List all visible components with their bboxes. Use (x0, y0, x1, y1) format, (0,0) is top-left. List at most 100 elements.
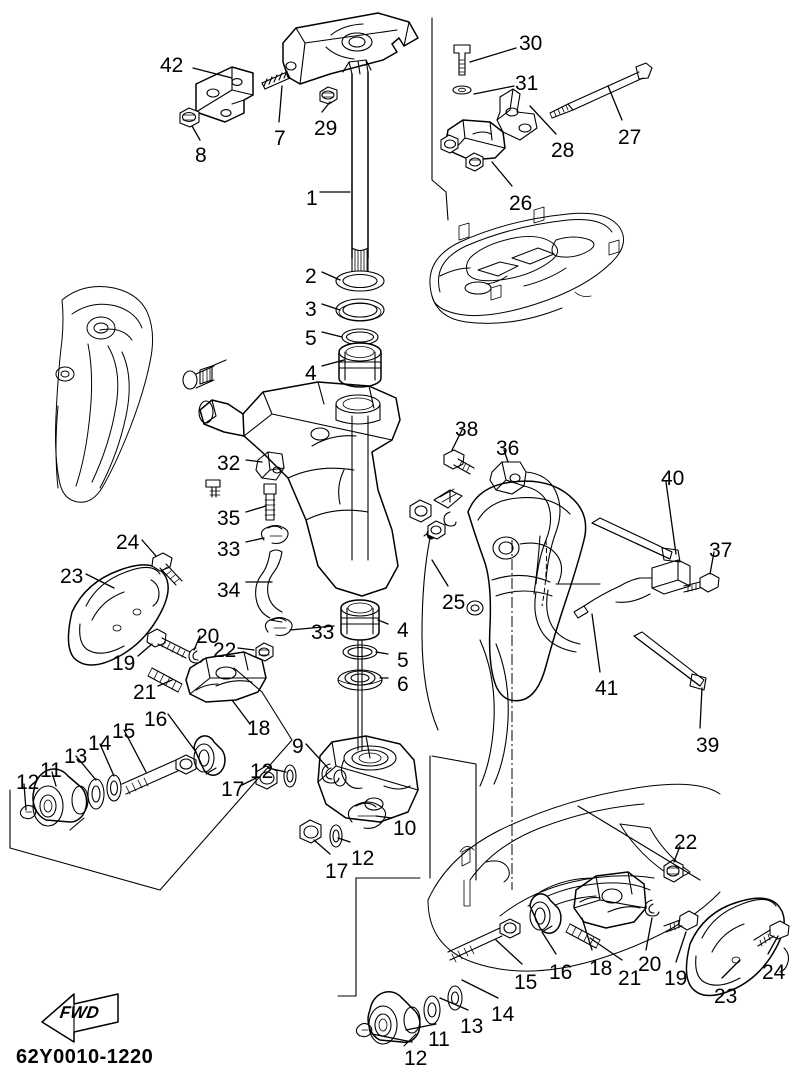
callout-9: 9 (292, 735, 304, 758)
washer-12-center (283, 764, 297, 788)
bolt-15-left (121, 754, 197, 795)
bracket-42 (195, 66, 254, 123)
group-box-bottom-center (337, 755, 431, 997)
callout-33: 33 (311, 621, 335, 644)
lower-mount-housing (317, 735, 419, 823)
clip-9 (321, 763, 340, 784)
callout-33: 33 (217, 538, 241, 561)
hose-36 (489, 461, 581, 653)
callout-18: 18 (589, 957, 613, 980)
bolt-19-right (663, 910, 699, 933)
callout-21: 21 (618, 967, 642, 990)
callout-20: 20 (638, 953, 662, 976)
callout-29: 29 (314, 117, 338, 140)
callout-2: 2 (305, 265, 317, 288)
callout-28: 28 (551, 139, 575, 162)
apron-cover-ghost (429, 206, 625, 324)
nut-29 (319, 86, 338, 105)
washer-31 (452, 85, 472, 95)
diagram-code: 62Y0010-1220 (16, 1046, 154, 1068)
grease-nipple-22-right (663, 859, 684, 883)
bolt-37 (683, 572, 720, 593)
callout-41: 41 (595, 677, 619, 700)
shaft-lower-segment (357, 639, 363, 751)
callout-17: 17 (221, 778, 245, 801)
clamp-cover-23-right (685, 897, 790, 997)
callout-27: 27 (618, 126, 642, 149)
callout-13: 13 (64, 745, 88, 768)
callout-4: 4 (397, 619, 409, 642)
callout-12: 12 (16, 771, 40, 794)
callout-3: 3 (305, 298, 317, 321)
callout-19: 19 (664, 967, 688, 990)
callout-15: 15 (112, 720, 136, 743)
callout-13: 13 (460, 1015, 484, 1038)
callout-12: 12 (250, 760, 274, 783)
bushing-4 (338, 342, 382, 388)
callout-6: 6 (397, 673, 409, 696)
cable-25 (421, 528, 439, 731)
callout-19: 19 (112, 652, 136, 675)
clamp-32 (255, 451, 285, 481)
clip-12-bottom (355, 1022, 373, 1038)
callout-30: 30 (519, 32, 543, 55)
nut-8 (179, 107, 200, 128)
washer-14-bottom (447, 985, 463, 1011)
washer-20-right (644, 899, 660, 917)
callout-31: 31 (515, 72, 539, 95)
callout-22: 22 (674, 831, 698, 854)
callout-22: 22 (213, 639, 237, 662)
callout-36: 36 (496, 437, 520, 460)
callout-14: 14 (491, 1003, 515, 1026)
callout-39: 39 (696, 734, 720, 757)
callout-25: 25 (442, 591, 466, 614)
group-box-left-lower (9, 667, 293, 891)
callout-18: 18 (247, 717, 271, 740)
lower-mount-bracket-18-right (573, 871, 647, 929)
callout-15: 15 (514, 971, 538, 994)
callout-23: 23 (60, 565, 84, 588)
steering-shaft-1 (351, 71, 369, 276)
callout-5: 5 (305, 327, 317, 350)
clip-33-lower (264, 616, 293, 637)
nut-17-center (255, 765, 278, 790)
cable-tie-39 (633, 631, 707, 691)
callout-38: 38 (455, 418, 479, 441)
callout-35: 35 (217, 507, 241, 530)
group-box-right-lower (431, 755, 701, 881)
callout-24: 24 (116, 531, 140, 554)
callout-42: 42 (160, 54, 184, 77)
mount-rubber-11-left (32, 768, 89, 831)
clamp-bracket-left-ghost (55, 286, 154, 503)
washer-13-left (87, 778, 105, 810)
collar-16-right (529, 893, 562, 934)
clamp-cover-23-left (67, 564, 169, 666)
callout-21: 21 (133, 681, 157, 704)
callout-16: 16 (144, 708, 168, 731)
bolt-24-left (151, 552, 183, 586)
callout-26: 26 (509, 192, 533, 215)
washer-12-center-b (329, 824, 343, 848)
clip-10 (347, 801, 387, 829)
seal-6 (337, 669, 383, 691)
bolt-19-left (146, 628, 191, 659)
fwd-arrow-icon (41, 993, 119, 1043)
callout-37: 37 (709, 539, 733, 562)
fwd-label: FWD (58, 1003, 101, 1022)
washer-13-bottom (423, 995, 441, 1025)
spring-21-right (565, 923, 601, 949)
callout-17: 17 (325, 860, 349, 883)
washer-2 (335, 270, 385, 292)
lower-mount-bracket-18-left (185, 651, 267, 703)
callout-16: 16 (549, 961, 573, 984)
swivel-bracket-main (198, 381, 401, 597)
callout-10: 10 (393, 817, 417, 840)
leader-lines (23, 47, 779, 1043)
bolt-27 (549, 62, 653, 119)
callout-11: 11 (428, 1028, 450, 1051)
callout-12: 12 (404, 1047, 428, 1070)
clip-33-upper (260, 524, 289, 545)
connector-41 (573, 559, 691, 619)
group-box-upper (431, 17, 449, 221)
